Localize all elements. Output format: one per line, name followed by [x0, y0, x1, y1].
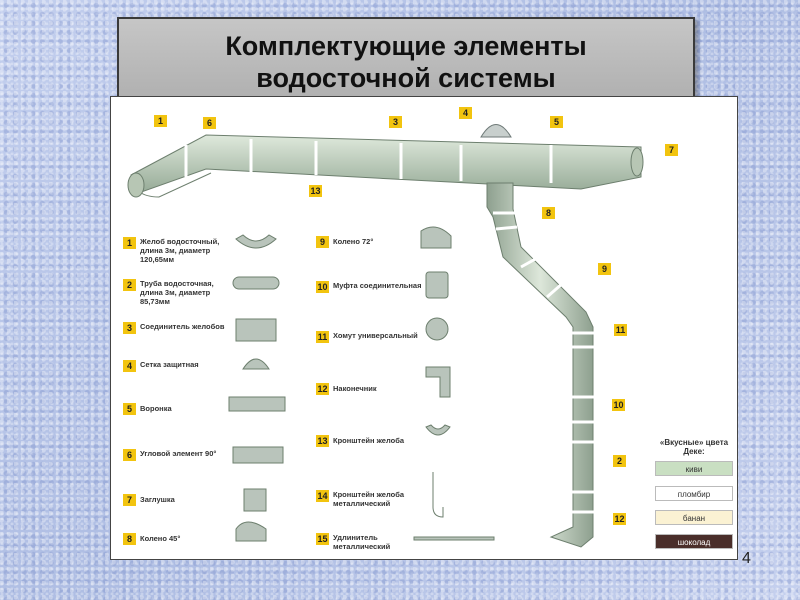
- item-num-15: 15: [316, 533, 329, 545]
- pipe-bands: [493, 211, 595, 514]
- title-line-1: Комплектующие элементы: [225, 31, 587, 61]
- color-swatch-chocolate: шоколад: [655, 534, 733, 549]
- part-icons: [228, 226, 495, 542]
- callout-2: 2: [613, 455, 626, 467]
- item-label-8: Колено 45°: [140, 534, 181, 543]
- item-label-3: Соединитель желобов: [140, 322, 225, 331]
- item-num-10: 10: [316, 281, 329, 293]
- item-label-15: Удлинитель металлический: [333, 533, 391, 551]
- callout-11: 11: [614, 324, 627, 336]
- callout-4: 4: [459, 107, 472, 119]
- item-num-12: 12: [316, 383, 329, 395]
- item-num-11: 11: [316, 331, 329, 343]
- item-num-2: 2: [123, 279, 136, 291]
- item-num-4: 4: [123, 360, 136, 372]
- callout-12: 12: [613, 513, 626, 525]
- title-box: Комплектующие элементы водосточной систе…: [117, 17, 695, 101]
- item-num-7: 7: [123, 494, 136, 506]
- color-swatch-banana: банан: [655, 510, 733, 525]
- item-label-11: Хомут универсальный: [333, 331, 418, 340]
- item-num-14: 14: [316, 490, 329, 502]
- item-label-10: Муфта соединительная: [333, 281, 422, 290]
- item-label-12: Наконечник: [333, 384, 377, 393]
- item-label-9: Колено 72°: [333, 237, 374, 246]
- callout-5: 5: [550, 116, 563, 128]
- color-swatch-plombir: пломбир: [655, 486, 733, 501]
- diagram-panel: 1 6 3 4 5 7 13 8 9 11 10 2 12 1 Желоб во…: [110, 96, 738, 560]
- callout-3: 3: [389, 116, 402, 128]
- item-num-13: 13: [316, 435, 329, 447]
- item-num-8: 8: [123, 533, 136, 545]
- callout-13: 13: [309, 185, 322, 197]
- callout-8: 8: [542, 207, 555, 219]
- callout-1: 1: [154, 115, 167, 127]
- item-num-9: 9: [316, 236, 329, 248]
- color-swatch-kiwi: киви: [655, 461, 733, 476]
- item-label-13: Кронштейн желоба: [333, 436, 405, 445]
- callout-6: 6: [203, 117, 216, 129]
- drainage-system-illustration: [127, 124, 644, 548]
- item-num-3: 3: [123, 322, 136, 334]
- page-number: 4: [742, 550, 751, 567]
- item-num-6: 6: [123, 449, 136, 461]
- callout-7: 7: [665, 144, 678, 156]
- gutter-bands: [184, 139, 553, 183]
- callout-10: 10: [612, 399, 625, 411]
- item-label-6: Угловой элемент 90°: [140, 449, 217, 458]
- item-label-7: Заглушка: [140, 495, 175, 504]
- item-label-1: Желоб водосточный, длина 3м, диаметр 120…: [140, 237, 220, 264]
- item-label-5: Воронка: [140, 404, 172, 413]
- palette-title: «Вкусные» цвета Деке:: [659, 438, 729, 456]
- gutter-shape: [130, 134, 642, 196]
- item-label-14: Кронштейн желоба металлический: [333, 490, 405, 508]
- callout-9: 9: [598, 263, 611, 275]
- title-line-2: водосточной системы: [256, 63, 556, 93]
- item-num-5: 5: [123, 403, 136, 415]
- item-label-2: Труба водосточная, длина 3м, диаметр 85,…: [140, 279, 214, 306]
- item-num-1: 1: [123, 237, 136, 249]
- filter-dome: [480, 124, 512, 138]
- item-label-4: Сетка защитная: [140, 360, 199, 369]
